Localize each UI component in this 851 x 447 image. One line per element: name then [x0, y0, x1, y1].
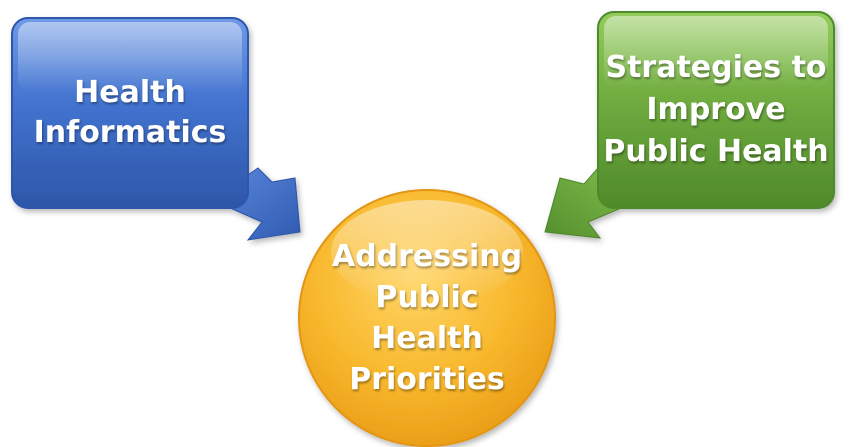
right-callout-gloss [604, 16, 828, 88]
strategies-callout [544, 11, 835, 239]
left-callout-gloss [18, 22, 242, 92]
center-circle-gloss [331, 200, 523, 304]
public-health-priorities-node [298, 189, 556, 447]
health-informatics-callout [11, 17, 301, 241]
